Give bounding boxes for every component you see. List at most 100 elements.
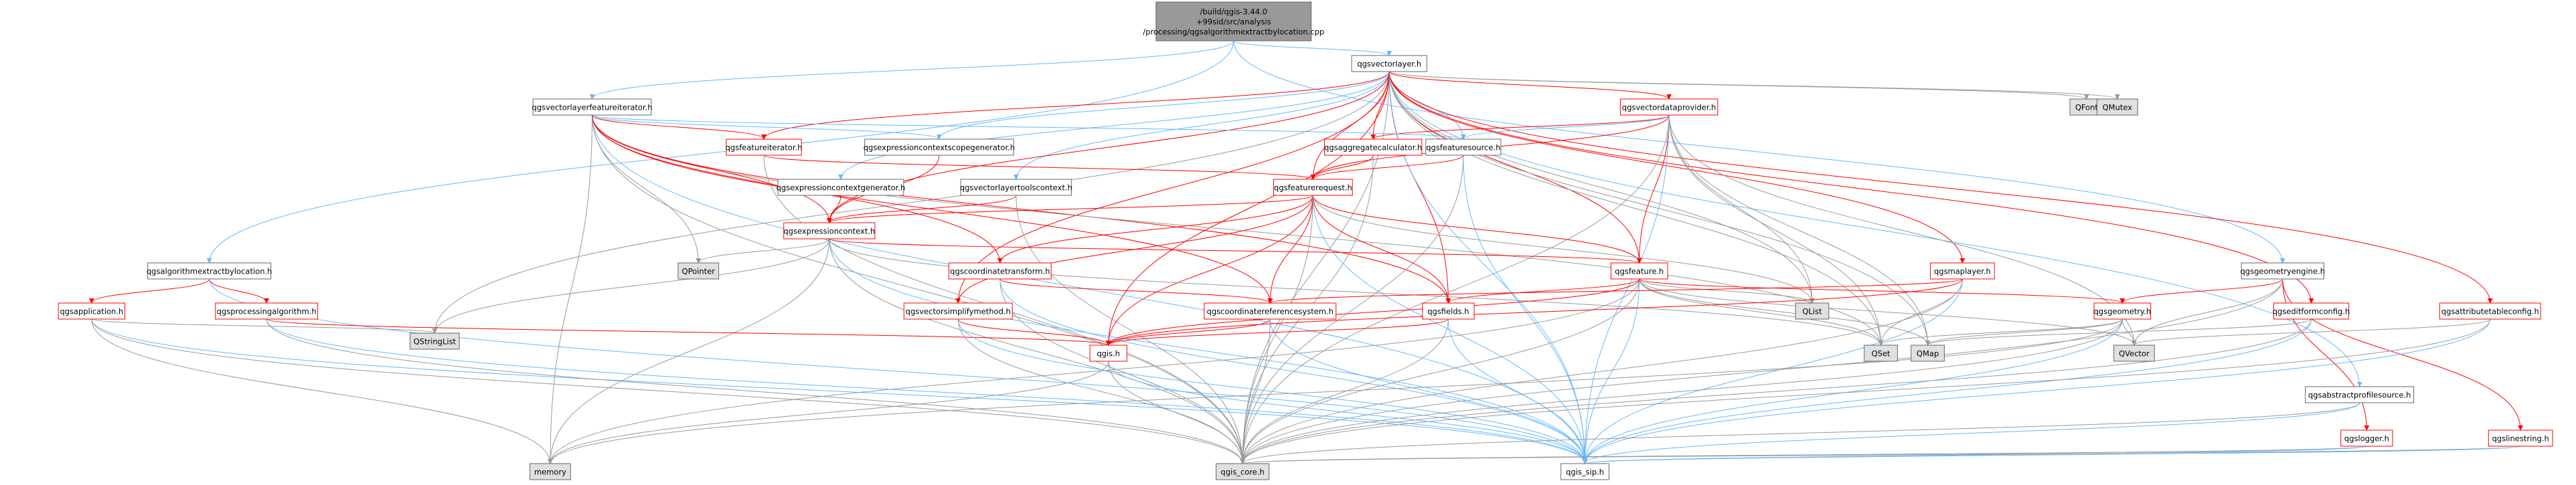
edge-qgsvectorlayer-to-qgsattributetableconfig — [1388, 71, 2493, 304]
node-label-qgsvectordataprovider-0: qgsvectordataprovider.h — [1622, 103, 1716, 112]
edge-qgsattributetableconfig-to-qgis_sip — [1582, 318, 2491, 464]
node-qgsgeometryengine[interactable]: qgsgeometryengine.h — [2241, 262, 2326, 280]
edge-qgsexpressioncontext-to-QStringList — [432, 238, 830, 334]
node-box-qgslogger — [2340, 429, 2393, 447]
node-qgis_core[interactable]: qgis_core.h — [1216, 463, 1270, 480]
node-box-qgscoordinatetransform — [948, 262, 1052, 280]
node-qgsmaplayer[interactable]: qgsmaplayer.h — [1930, 262, 1995, 280]
node-box-qgsfields — [1422, 302, 1475, 320]
node-label-QMutex-0: QMutex — [2103, 103, 2133, 112]
edge-qgsvectordataprovider-to-QVector — [1668, 114, 2137, 346]
node-qgsfeatureiterator[interactable]: qgsfeatureiterator.h — [726, 138, 803, 156]
node-qgsexpressioncontextgenerator[interactable]: qgsexpressioncontextgenerator.h — [777, 179, 906, 196]
node-label-QList-0: QList — [1802, 307, 1822, 316]
node-label-qgscoordinatereferencesystem-0: qgscoordinatereferencesystem.h — [1207, 307, 1334, 316]
node-label-qgsfeaturesource-0: qgsfeaturesource.h — [1426, 143, 1500, 153]
node-QVector[interactable]: QVector — [2113, 345, 2155, 362]
edge-qgsprocessingalgorithm-to-qgis — [266, 318, 1111, 346]
edge-qgsexpressioncontext-to-QSet — [829, 238, 1884, 346]
node-QMutex[interactable]: QMutex — [2096, 98, 2138, 116]
node-qgis_sip[interactable]: qgis_sip.h — [1560, 463, 1609, 480]
node-QList[interactable]: QList — [1795, 302, 1830, 320]
edge-qgsfeaturerequest-to-qgis — [1105, 195, 1313, 346]
node-box-qgsapplication — [58, 302, 125, 320]
node-label-qgsmaplayer-0: qgsmaplayer.h — [1934, 267, 1991, 276]
node-qgsfeaturesource[interactable]: qgsfeaturesource.h — [1425, 138, 1502, 156]
node-qgslinestring[interactable]: qgslinestring.h — [2488, 429, 2553, 447]
node-qgsalgorithmextractbylocation[interactable]: qgsalgorithmextractbylocation.h — [147, 262, 272, 280]
node-QPointer[interactable]: QPointer — [677, 262, 720, 280]
node-label-QMap-0: QMap — [1917, 349, 1939, 359]
node-QStringList[interactable]: QStringList — [410, 332, 460, 350]
edge-qgsvectorsimplifymethod-to-qgis_sip — [957, 318, 1588, 464]
edge-qgsalgorithmextractbylocation-to-qgsapplication — [88, 278, 210, 304]
node-label-qgis_sip-0: qgis_sip.h — [1566, 468, 1604, 477]
node-box-qgsvectordataprovider — [1620, 98, 1718, 116]
edge-qgsvectorlayertoolscontext-to-qgis_core — [1016, 195, 1246, 464]
edge-qgsfeatureiterator-to-qgsfeaturerequest — [763, 155, 1316, 180]
node-qgsvectorsimplifymethod[interactable]: qgsvectorsimplifymethod.h — [903, 302, 1013, 320]
node-qgis[interactable]: qgis.h — [1089, 345, 1127, 362]
node-qgsaggregatecalculator[interactable]: qgsaggregatecalculator.h — [1324, 138, 1423, 156]
edge-qgslinestring-to-qgis_core — [1240, 446, 2521, 464]
node-label-QPointer-0: QPointer — [682, 267, 716, 276]
edge-qgsvectordataprovider-to-QList — [1668, 114, 1815, 304]
node-label-qgsfeature-0: qgsfeature.h — [1615, 267, 1664, 276]
edge-qgsfeaturerequest-to-qgsexpressioncontext — [827, 195, 1313, 223]
node-label-qgslogger-0: qgslogger.h — [2344, 434, 2389, 444]
node-qgsvectorlayerfeatureiterator[interactable]: qgsvectorlayerfeatureiterator.h — [532, 98, 653, 116]
node-box-QList — [1795, 302, 1830, 320]
node-qgsapplication[interactable]: qgsapplication.h — [58, 302, 125, 320]
node-label-root-1: +99sid/src/analysis — [1196, 17, 1271, 27]
node-qgsprocessingalgorithm[interactable]: qgsprocessingalgorithm.h — [215, 302, 319, 320]
node-qgsfeaturerequest[interactable]: qgsfeaturerequest.h — [1273, 179, 1353, 196]
edge-qgsgeometry-to-qgis_sip — [1582, 318, 2123, 464]
node-box-qgsalgorithmextractbylocation — [147, 262, 272, 280]
node-box-qgsvectorlayerfeatureiterator — [532, 98, 652, 116]
edge-qgsalgorithmextractbylocation-to-qgsprocessingalgorithm — [209, 278, 270, 304]
node-label-qgsabstractprofilesource-0: qgsabstractprofilesource.h — [2308, 391, 2411, 400]
edge-qgsvectorlayerfeatureiterator-to-qgis_sip — [592, 114, 1588, 464]
node-qgsfields[interactable]: qgsfields.h — [1422, 302, 1475, 320]
node-qgsexpressioncontext[interactable]: qgsexpressioncontext.h — [783, 222, 876, 239]
edge-qgsapplication-to-memory — [91, 318, 553, 464]
edge-qgsvectorlayer-to-qgsmaplayer — [1388, 71, 1965, 264]
edge-qgscoordinatereferencesystem-to-qgis_sip — [1269, 318, 1588, 464]
edge-qgsvectordataprovider-to-qgsfeaturesource — [1461, 114, 1670, 140]
node-label-qgsvectorlayerfeatureiterator-0: qgsvectorlayerfeatureiterator.h — [532, 103, 652, 112]
node-qgsexpressioncontextscopegenerator[interactable]: qgsexpressioncontextscopegenerator.h — [864, 138, 1015, 156]
node-QSet[interactable]: QSet — [1864, 345, 1898, 362]
edge-qgscoordinatetransform-to-qgis_core — [999, 278, 1246, 464]
node-qgsvectordataprovider[interactable]: qgsvectordataprovider.h — [1620, 98, 1718, 116]
node-QMap[interactable]: QMap — [1911, 345, 1945, 362]
node-qgsvectorlayertoolscontext[interactable]: qgsvectorlayertoolscontext.h — [960, 179, 1072, 196]
node-memory[interactable]: memory — [530, 463, 571, 480]
edge-qgsvectorlayer-to-QList — [1388, 71, 1815, 304]
edge-qgsfeature-to-qgis_sip — [1582, 278, 1640, 464]
node-box-memory — [530, 463, 571, 480]
node-box-QMutex — [2096, 98, 2138, 116]
node-qgsfeature[interactable]: qgsfeature.h — [1611, 262, 1668, 280]
edge-qgsvectorlayer-to-qgsfeatureiterator — [761, 71, 1390, 140]
edge-qgsvectorlayerfeatureiterator-to-qgis_core — [592, 114, 1246, 464]
node-qgscoordinatereferencesystem[interactable]: qgscoordinatereferencesystem.h — [1204, 302, 1337, 320]
node-box-qgsexpressioncontext — [783, 222, 876, 239]
node-qgseditformconfig[interactable]: qgseditformconfig.h — [2273, 302, 2350, 320]
edge-qgsvectorsimplifymethod-to-qgis_core — [957, 318, 1246, 464]
edge-root-to-qgsvectorlayer — [1233, 40, 1392, 56]
node-qgsattributetableconfig[interactable]: qgsattributetableconfig.h — [2439, 302, 2541, 320]
edge-qgsvectorlayertoolscontext-to-qgsexpressioncontext — [826, 195, 1017, 223]
node-root[interactable]: /build/qgis-3.44.0+99sid/src/analysis/pr… — [1143, 1, 1324, 41]
node-qgslogger[interactable]: qgslogger.h — [2340, 429, 2393, 447]
edge-qgsmaplayer-to-qgis_sip — [1582, 278, 1963, 464]
node-qgsgeometry[interactable]: qgsgeometry.h — [2094, 302, 2152, 320]
edge-qgsvectordataprovider-to-qgsfeature — [1636, 114, 1670, 264]
node-label-qgsgeometry-0: qgsgeometry.h — [2094, 307, 2152, 316]
edge-qgsgeometryengine-to-qgsgeometry — [2119, 278, 2283, 304]
node-qgsabstractprofilesource[interactable]: qgsabstractprofilesource.h — [2305, 386, 2415, 403]
node-qgscoordinatetransform[interactable]: qgscoordinatetransform.h — [948, 262, 1052, 280]
node-label-qgsfeaturerequest-0: qgsfeaturerequest.h — [1274, 183, 1352, 193]
node-label-qgsfeatureiterator-0: qgsfeatureiterator.h — [726, 143, 803, 153]
node-qgsvectorlayer[interactable]: qgsvectorlayer.h — [1351, 55, 1427, 72]
edge-qgsvectorlayer-to-QMutex — [1388, 71, 2120, 100]
